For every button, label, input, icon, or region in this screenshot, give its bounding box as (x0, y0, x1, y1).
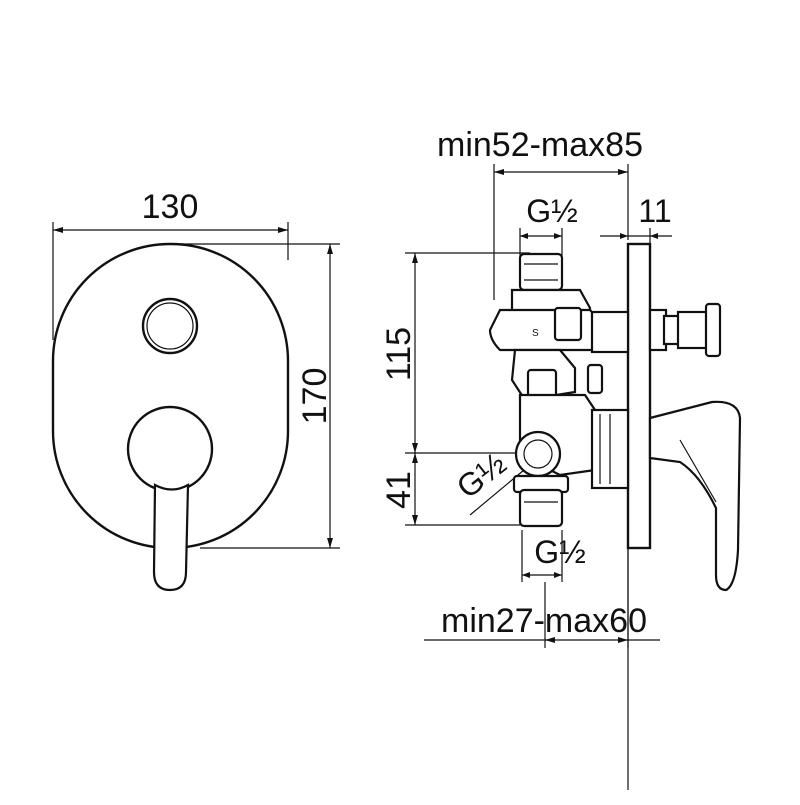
bottom-range-label: min27-max60 (441, 602, 647, 640)
upper-height-dimension: 115 (380, 252, 530, 453)
bottom-range-dimension: min27-max60 (424, 548, 660, 648)
lower-height-label: 41 (380, 471, 418, 509)
bottom-thread-label: G½ (534, 534, 586, 570)
height-dimension: 170 (170, 243, 340, 549)
diverter-stem (648, 302, 722, 358)
side-view: min52-max85 G½ 11 115 (380, 126, 742, 790)
lever-side (648, 400, 742, 592)
width-label: 130 (142, 188, 199, 226)
upper-height-label: 115 (380, 327, 418, 381)
top-thread-dimension: G½ (519, 193, 578, 258)
top-thread-label: G½ (526, 193, 578, 229)
side-thread-label: G½ (450, 445, 513, 505)
depth-range-label: min52-max85 (437, 126, 643, 164)
diverter-button (141, 297, 199, 355)
bottom-thread-dimension: G½ (521, 530, 586, 582)
plate-thickness-label: 11 (638, 193, 671, 229)
lever-handle (126, 405, 214, 592)
plate-thickness-dimension: 11 (600, 193, 672, 248)
body-marking-s: S (532, 328, 539, 339)
width-dimension: 130 (52, 188, 289, 340)
depth-range-dimension: min52-max85 (437, 126, 643, 300)
height-label: 170 (296, 368, 334, 425)
wall-plate (626, 242, 652, 790)
front-view: 130 170 (51, 188, 340, 592)
mixer-body: S (488, 252, 630, 528)
